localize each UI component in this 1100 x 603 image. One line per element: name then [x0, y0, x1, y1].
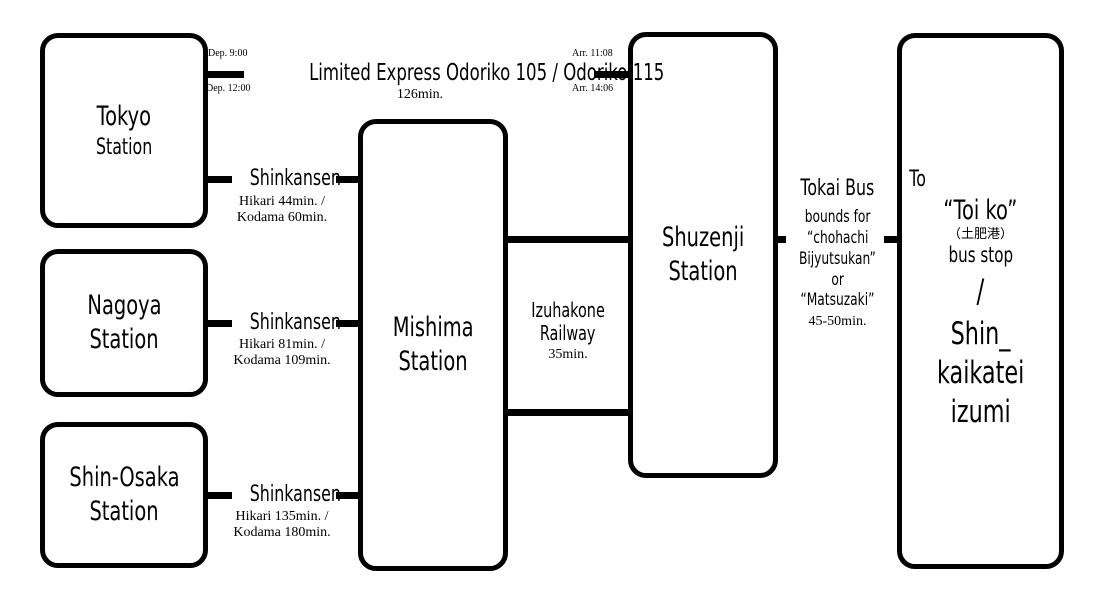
shinkansen-time-osaka-1: Hikari 135min. /	[235, 509, 329, 524]
bus-desc-1-text: bounds for	[804, 207, 871, 227]
express-dep1: Dep. 9:00	[208, 48, 248, 59]
bus-desc-2: “chohachi	[778, 228, 897, 248]
izuhakone-label-1: Izuhakone	[508, 298, 628, 322]
shin-osaka-station-name: Shin-Osaka	[68, 462, 180, 494]
bus-line-left	[778, 236, 786, 243]
destination-stop-name: “Toi ko”	[943, 194, 1018, 226]
shinkansen-line-nagoya-right	[336, 320, 358, 327]
bus-desc-3: Bijyutsukan”	[778, 249, 897, 269]
express-arr2: Arr. 14:06	[572, 83, 614, 94]
bus-desc-4: or	[778, 270, 897, 290]
tokyo-station-suffix: Station	[95, 134, 153, 160]
express-line-left	[208, 71, 244, 78]
shinkansen-label-tokyo: Shinkansen	[232, 166, 341, 191]
shinkansen-time-nagoya-1: Hikari 81min. /	[239, 337, 325, 352]
express-name-text: Limited Express Odoriko 105 / Odoriko 11…	[309, 60, 665, 86]
shinkansen-line-osaka-left	[208, 492, 232, 499]
shuzenji-station-box: Shuzenji Station	[628, 32, 778, 478]
shinkansen-time-tokyo-2: Kodama 60min.	[236, 210, 328, 225]
izuhakone-railway: Railway	[540, 321, 596, 345]
shinkansen-label-tokyo-text: Shinkansen	[249, 166, 341, 191]
shuzenji-station-name: Shuzenji	[661, 222, 745, 254]
shin-osaka-station-suffix: Station	[89, 496, 159, 527]
bus-desc-5: “Matsuzaki”	[778, 290, 897, 310]
tokyo-station-name: Tokyo	[96, 100, 152, 132]
bus-line-right	[884, 236, 897, 243]
mishima-station-suffix: Station	[398, 346, 468, 377]
shinkansen-line-tokyo-left	[208, 176, 232, 183]
izuhakone-label-2: Railway	[508, 321, 628, 345]
express-line-right	[594, 71, 628, 78]
izuhakone-line-top	[508, 236, 628, 243]
bus-desc-4-text: or	[831, 270, 844, 290]
express-name: Limited Express Odoriko 105 / Odoriko 11…	[240, 60, 664, 86]
destination-box: To “Toi ko” （土肥港） bus stop / Shin_ kaika…	[897, 33, 1064, 569]
destination-name-line3: izumi	[950, 393, 1011, 430]
bus-duration: 45-50min.	[808, 314, 867, 329]
destination-slash: /	[976, 272, 985, 311]
shinkansen-line-tokyo-right	[336, 176, 358, 183]
izuhakone-line-bottom	[508, 409, 628, 416]
express-arr1: Arr. 11:08	[572, 48, 613, 59]
shinkansen-label-osaka: Shinkansen	[232, 482, 341, 507]
shinkansen-time-osaka-2: Kodama 180min.	[233, 525, 331, 540]
shinkansen-line-osaka-right	[336, 492, 358, 499]
destination-to: To	[909, 167, 926, 192]
express-duration: 126min.	[396, 87, 444, 102]
destination-name-line1: Shin_	[950, 316, 1011, 353]
bus-title-text: Tokai Bus	[800, 176, 875, 201]
bus-desc-1: bounds for	[778, 207, 897, 227]
destination-kanji: （土肥港）	[947, 227, 1013, 243]
nagoya-station-box: Nagoya Station	[40, 249, 208, 397]
shinkansen-label-nagoya: Shinkansen	[232, 310, 341, 335]
shinkansen-time-tokyo-1: Hikari 44min. /	[239, 194, 325, 209]
shinkansen-label-osaka-text: Shinkansen	[249, 482, 341, 507]
bus-desc-2-text: “chohachi	[806, 228, 869, 248]
shinkansen-line-nagoya-left	[208, 320, 232, 327]
destination-name-line2: kaikatei	[936, 354, 1025, 391]
destination-bus-stop: bus stop	[948, 243, 1013, 268]
bus-desc-5-text: “Matsuzaki”	[800, 290, 875, 310]
bus-desc-3-text: Bijyutsukan”	[799, 249, 876, 269]
shuzenji-station-suffix: Station	[668, 256, 738, 287]
izuhakone-duration: 35min.	[548, 347, 588, 362]
izuhakone-name: Izuhakone	[531, 298, 605, 322]
bus-title: Tokai Bus	[778, 176, 897, 201]
nagoya-station-suffix: Station	[89, 324, 159, 355]
tokyo-station-box: Tokyo Station	[40, 33, 208, 228]
mishima-station-box: Mishima Station	[358, 119, 508, 571]
nagoya-station-name: Nagoya	[86, 290, 162, 322]
shin-osaka-station-box: Shin-Osaka Station	[40, 422, 208, 568]
mishima-station-name: Mishima	[392, 312, 474, 344]
shinkansen-time-nagoya-2: Kodama 109min.	[233, 353, 331, 368]
shinkansen-label-nagoya-text: Shinkansen	[249, 310, 341, 335]
express-dep2: Dep. 12:00	[206, 83, 251, 94]
